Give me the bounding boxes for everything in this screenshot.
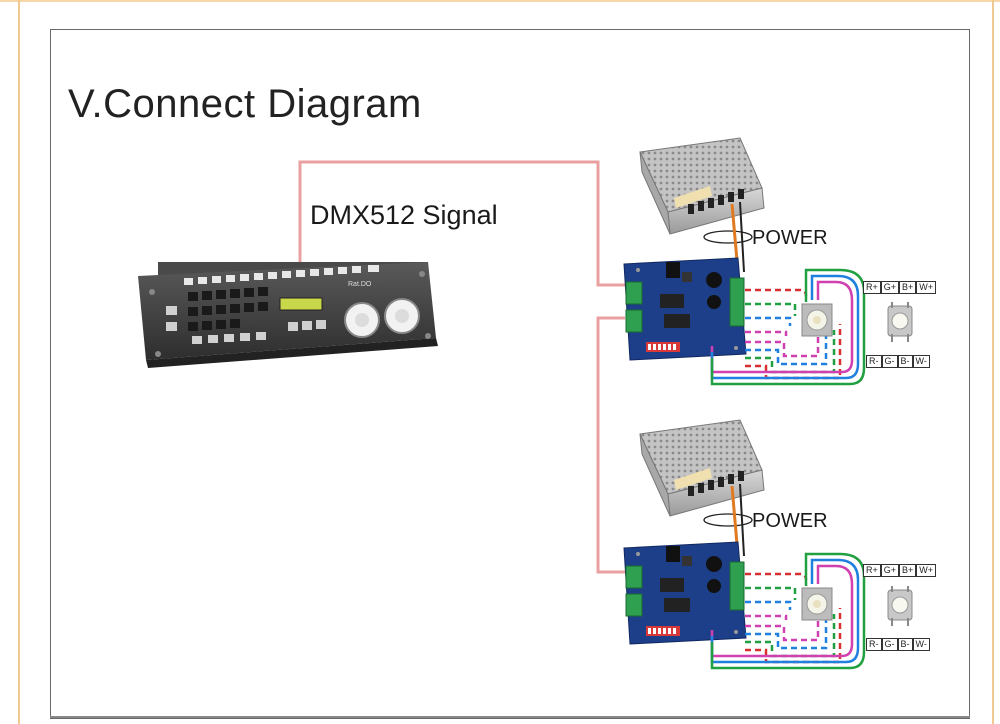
pin-label: G+: [880, 281, 900, 294]
pin-label: R+: [863, 564, 881, 577]
led-pins-negative-1: R- G- B- W-: [866, 355, 930, 368]
dmx-decoder-2: [623, 541, 747, 645]
pin-label: W+: [916, 281, 937, 294]
dmx-signal-label: DMX512 Signal: [310, 200, 498, 230]
console-brand-label: Rat.DO: [348, 281, 372, 288]
page-left-border: [18, 0, 20, 724]
power-label-2: POWER: [752, 510, 828, 532]
power-supply-1: [639, 137, 765, 235]
led-reference-1: [887, 302, 913, 342]
pin-label: W-: [912, 638, 930, 651]
dmx-signal-wire: [298, 160, 625, 574]
pin-label: R-: [866, 638, 882, 651]
page-title: V.Connect Diagram: [68, 82, 422, 126]
power-cable-marker-2: [703, 513, 753, 527]
pin-label: B+: [899, 564, 917, 577]
pin-label: B+: [899, 281, 917, 294]
led-reference-2: [887, 586, 913, 626]
page-right-border: [992, 0, 994, 724]
led-pins-positive-1: R+ G+ B+ W+: [863, 281, 937, 294]
led-pins-positive-2: R+ G+ B+ W+: [863, 564, 937, 577]
pin-label: W-: [912, 355, 930, 368]
led-wires-2: [710, 552, 866, 670]
rgbw-led-2: [801, 587, 833, 621]
pin-label: R+: [863, 281, 881, 294]
led-wires-1: [710, 268, 866, 386]
dmx-decoder-1: [623, 257, 747, 361]
power-supply-2: [639, 419, 765, 517]
pin-label: G-: [881, 355, 898, 368]
diagram-frame: [50, 29, 970, 719]
power-cable-marker-1: [703, 230, 753, 244]
bottom-rule: [50, 716, 970, 718]
rgbw-led-1: [801, 303, 833, 337]
pin-label: B-: [897, 638, 913, 651]
dmx-console: Rat.DO: [138, 262, 438, 368]
pin-label: R-: [866, 355, 882, 368]
pin-label: W+: [916, 564, 937, 577]
pin-label: G+: [880, 564, 900, 577]
page-top-border: [0, 0, 1000, 2]
power-label-1: POWER: [752, 227, 828, 249]
pin-label: G-: [881, 638, 898, 651]
pin-label: B-: [897, 355, 913, 368]
led-pins-negative-2: R- G- B- W-: [866, 638, 930, 651]
